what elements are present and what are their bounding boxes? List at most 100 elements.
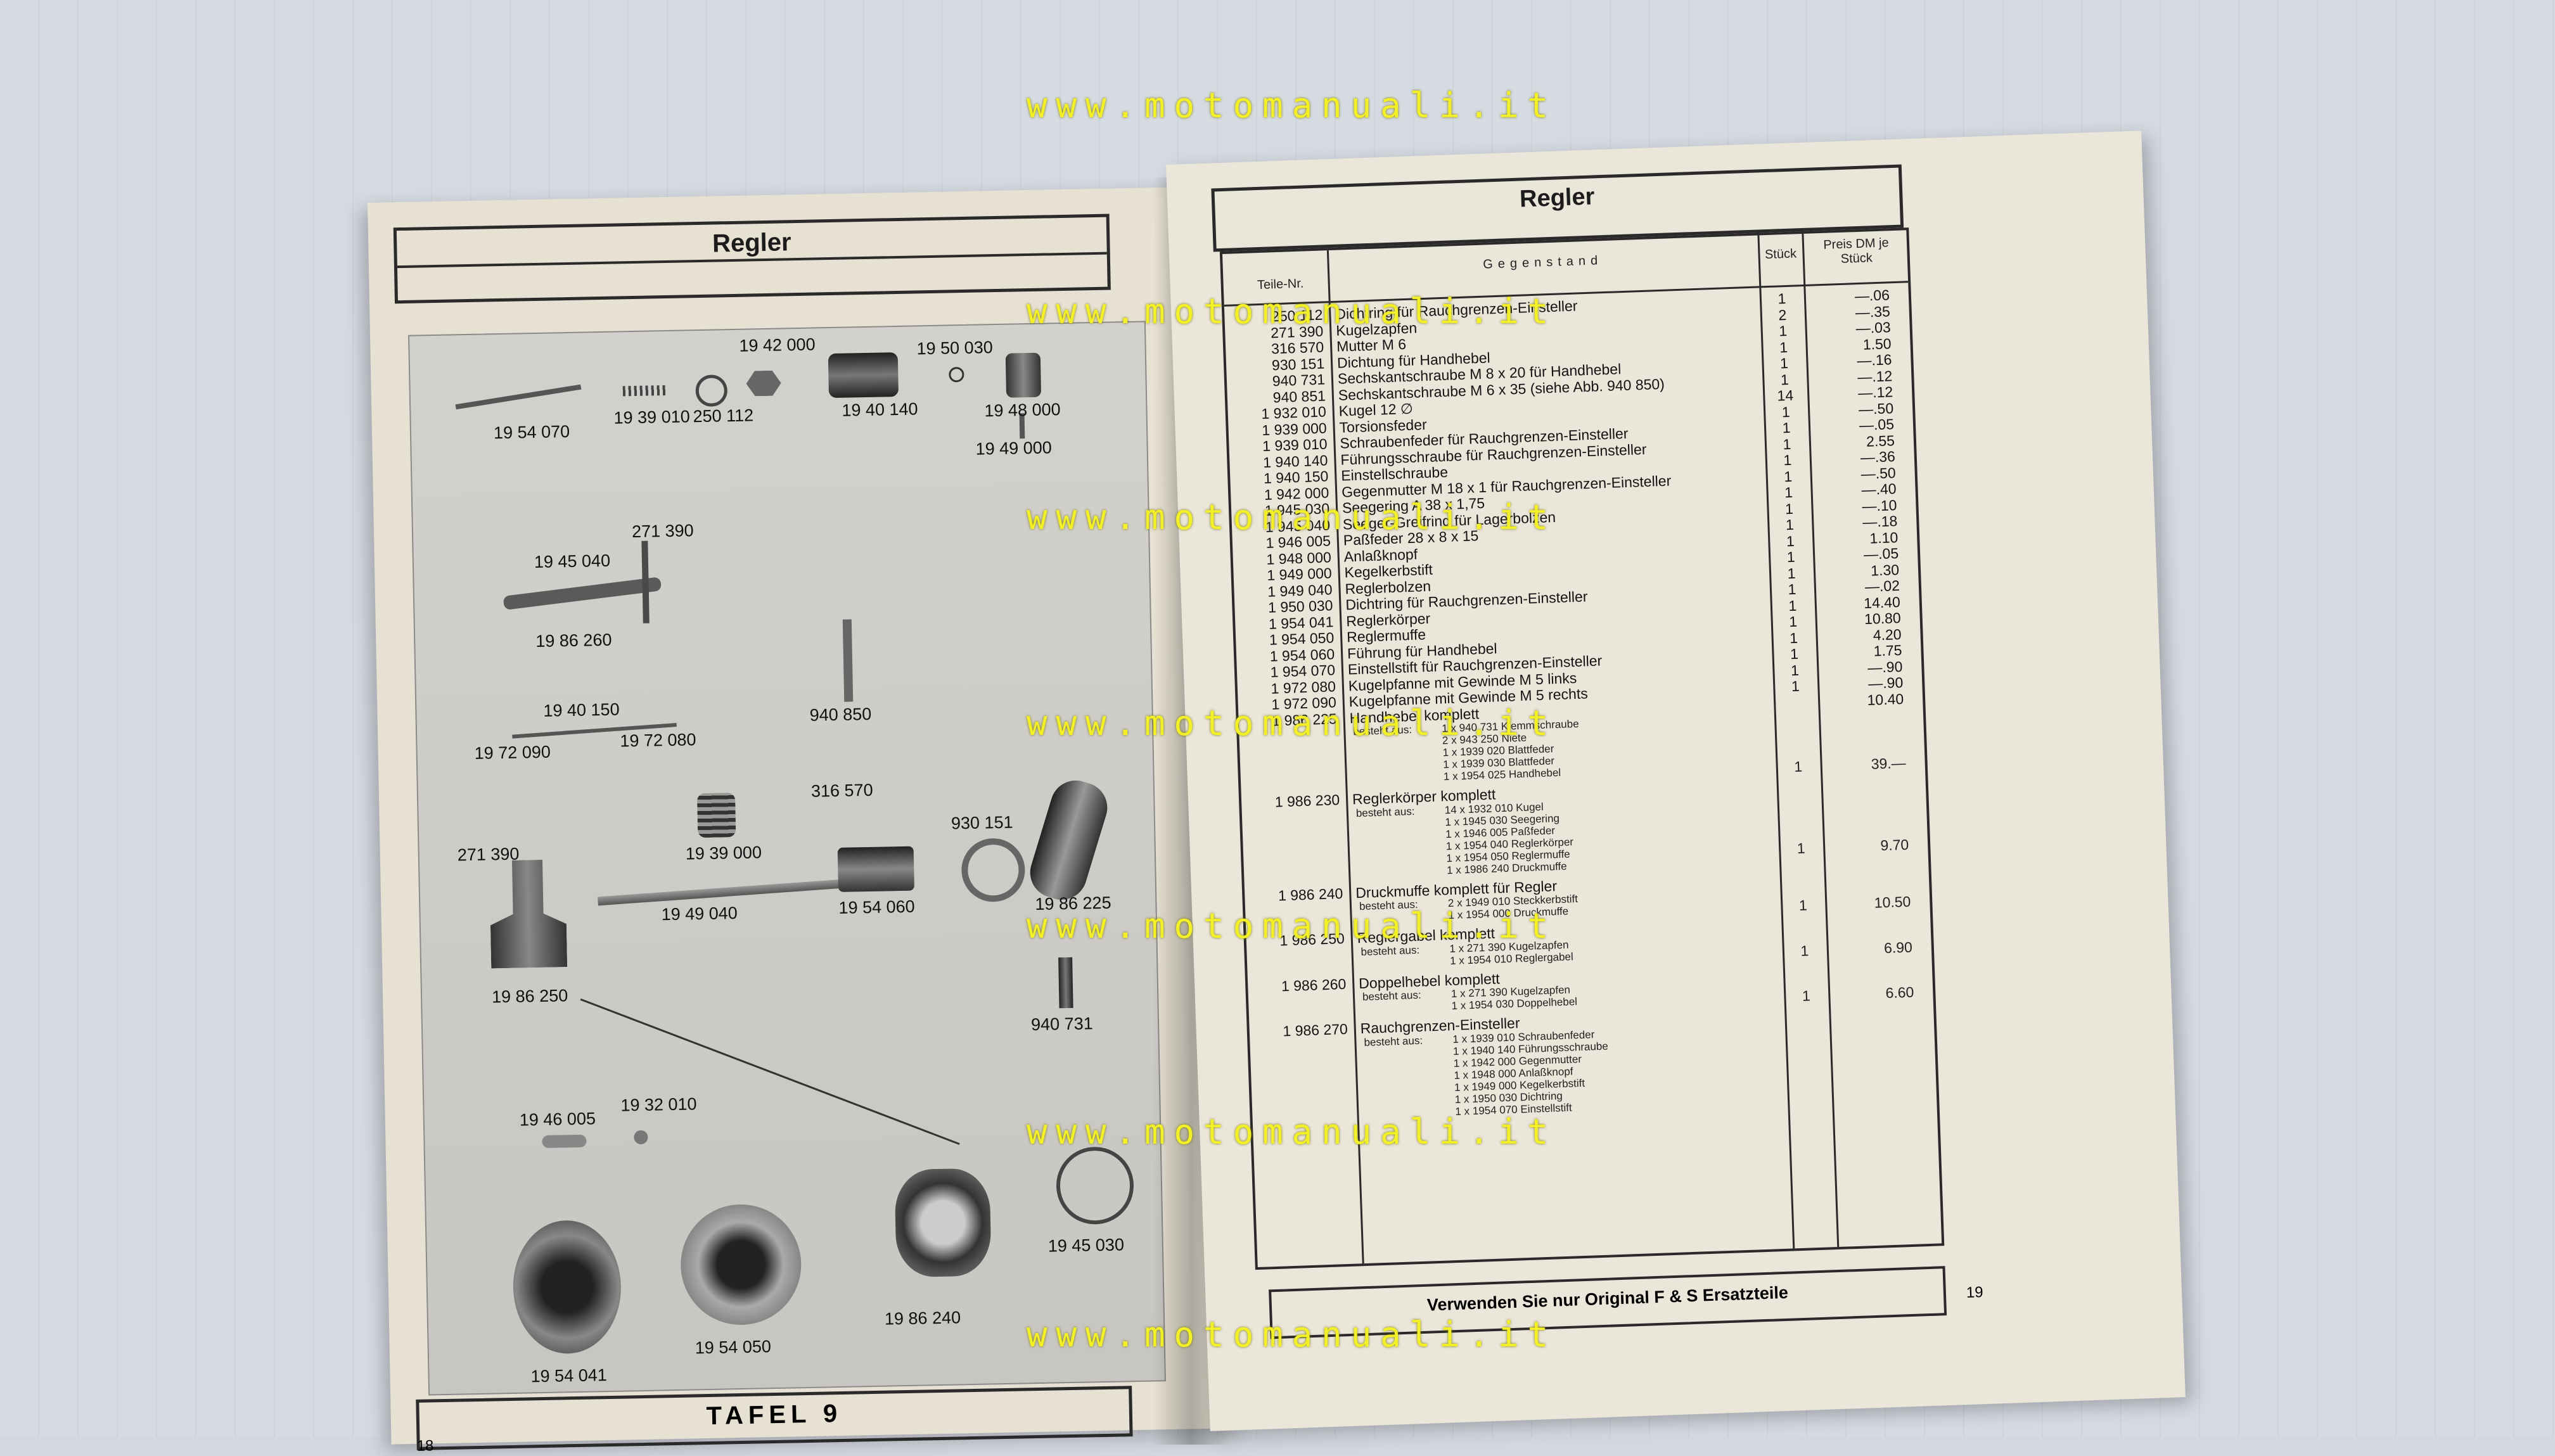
plate-caption: TAFEL 9 bbox=[706, 1399, 843, 1431]
part-label: 19 32 010 bbox=[620, 1094, 697, 1115]
part-label: 19 46 005 bbox=[519, 1109, 596, 1130]
watermark-text: www.motomanuali.it bbox=[1027, 497, 1558, 537]
right-page-number: 19 bbox=[1966, 1284, 1984, 1302]
part-label: 19 39 000 bbox=[685, 843, 762, 864]
left-page-title-box: Regler bbox=[393, 214, 1111, 304]
bolt-part bbox=[842, 619, 854, 702]
ball-part bbox=[634, 1130, 648, 1145]
exploded-diagram: 19 42 000 19 50 030 19 54 070 19 39 010 … bbox=[408, 321, 1166, 1396]
key-part bbox=[542, 1134, 587, 1148]
part-label: 19 54 070 bbox=[493, 421, 570, 443]
left-page-title: Regler bbox=[712, 228, 791, 258]
part-label: 19 45 040 bbox=[534, 551, 611, 572]
header-item: Gegenstand bbox=[1482, 253, 1603, 272]
part-qty: 1 bbox=[1778, 322, 1788, 340]
lever-arm-part bbox=[641, 540, 650, 623]
regulator-bolt-part bbox=[597, 879, 845, 906]
part-qty: 1 bbox=[1791, 677, 1800, 695]
watermark-text: www.motomanuali.it bbox=[1027, 291, 1558, 331]
part-qty: 1 bbox=[1787, 565, 1796, 582]
assembly-price: 39.— bbox=[1871, 754, 1907, 772]
gasket-part bbox=[961, 838, 1026, 903]
part-qty: 1 bbox=[1783, 451, 1792, 469]
part-label: 19 49 040 bbox=[661, 904, 738, 924]
torsion-spring-part bbox=[696, 793, 736, 838]
hex-nut-part bbox=[746, 371, 781, 397]
part-qty: 1 bbox=[1790, 661, 1800, 679]
part-qty: 1 bbox=[1786, 532, 1795, 549]
screw-part bbox=[1058, 957, 1073, 1009]
right-page-title: Regler bbox=[1519, 183, 1596, 213]
part-qty: 1 bbox=[1784, 483, 1793, 501]
part-label: 930 151 bbox=[951, 812, 1013, 833]
part-qty: 1 bbox=[1784, 500, 1794, 517]
part-qty: 1 bbox=[1788, 597, 1797, 614]
part-label: 19 86 240 bbox=[884, 1308, 961, 1329]
pressure-sleeve-part bbox=[894, 1168, 992, 1278]
spring-part bbox=[622, 385, 667, 397]
part-label: 19 39 010 bbox=[613, 407, 690, 428]
fork-part bbox=[489, 859, 567, 968]
assembly-price: 6.90 bbox=[1883, 938, 1913, 956]
part-qty: 1 bbox=[1786, 548, 1796, 566]
double-lever-part bbox=[503, 577, 662, 610]
lever-guide-part bbox=[837, 846, 915, 892]
part-qty: 1 bbox=[1780, 371, 1790, 388]
plate-caption-box: TAFEL 9 bbox=[416, 1386, 1133, 1450]
assembly-qty: 1 bbox=[1793, 758, 1803, 775]
watermark-text: www.motomanuali.it bbox=[1027, 703, 1558, 743]
assembly-price: 10.50 bbox=[1874, 893, 1911, 911]
part-qty: 1 bbox=[1777, 290, 1786, 307]
watermark-text: www.motomanuali.it bbox=[1027, 86, 1558, 125]
part-label: 19 42 000 bbox=[739, 335, 816, 355]
part-qty: 1 bbox=[1789, 629, 1798, 646]
assembly-price: 6.60 bbox=[1885, 983, 1914, 1002]
header-qty: Stück bbox=[1764, 246, 1797, 262]
part-qty: 1 bbox=[1779, 338, 1788, 355]
part-qty: 1 bbox=[1783, 468, 1793, 485]
knob-part bbox=[1005, 352, 1042, 398]
assembly-qty: 1 bbox=[1800, 942, 1809, 959]
circlip-part bbox=[1055, 1146, 1135, 1225]
part-label: 19 54 050 bbox=[695, 1337, 772, 1358]
regulator-body-part bbox=[511, 1219, 622, 1355]
watermark-text: www.motomanuali.it bbox=[1027, 1315, 1558, 1355]
open-booklet: Regler bbox=[330, 131, 2186, 1455]
part-qty: 1 bbox=[1782, 419, 1791, 437]
part-label: 940 850 bbox=[809, 704, 872, 725]
left-page: Regler bbox=[368, 186, 1241, 1455]
part-qty: 1 bbox=[1783, 435, 1791, 452]
left-page-number: 18 bbox=[416, 1437, 434, 1455]
regulator-sleeve-part bbox=[679, 1203, 803, 1326]
part-label: 250 112 bbox=[693, 406, 754, 426]
watermark-text: www.motomanuali.it bbox=[1027, 1112, 1558, 1152]
guide-screw-part bbox=[828, 352, 899, 399]
part-label: 19 40 150 bbox=[543, 699, 620, 720]
part-qty: 1 bbox=[1785, 516, 1795, 533]
assembly-qty: 1 bbox=[1798, 897, 1808, 914]
part-label: 19 54 041 bbox=[530, 1365, 607, 1386]
watermark-text: www.motomanuali.it bbox=[1027, 906, 1558, 946]
small-ring-part bbox=[949, 366, 964, 383]
part-qty: 2 bbox=[1777, 306, 1787, 323]
part-label: 19 50 030 bbox=[916, 338, 993, 359]
part-label: 19 86 250 bbox=[491, 986, 568, 1007]
part-label: 271 390 bbox=[631, 521, 694, 542]
part-label: 316 570 bbox=[810, 780, 873, 801]
part-qty: 1 bbox=[1788, 613, 1798, 630]
part-label: 19 45 030 bbox=[1047, 1235, 1125, 1256]
part-label: 271 390 bbox=[457, 844, 520, 865]
needle-part bbox=[455, 384, 582, 410]
connector-line bbox=[580, 998, 960, 1145]
part-label: 19 49 000 bbox=[975, 438, 1053, 459]
part-qty: 1 bbox=[1779, 354, 1789, 372]
part-qty: 1 bbox=[1788, 580, 1796, 598]
part-label: 19 54 060 bbox=[838, 897, 915, 917]
part-qty: 1 bbox=[1781, 403, 1791, 420]
hand-lever-part bbox=[1023, 774, 1114, 906]
part-label: 19 72 080 bbox=[620, 730, 696, 751]
part-label: 19 72 090 bbox=[474, 742, 551, 763]
part-label: 940 731 bbox=[1030, 1014, 1093, 1035]
ring-part bbox=[695, 374, 728, 407]
